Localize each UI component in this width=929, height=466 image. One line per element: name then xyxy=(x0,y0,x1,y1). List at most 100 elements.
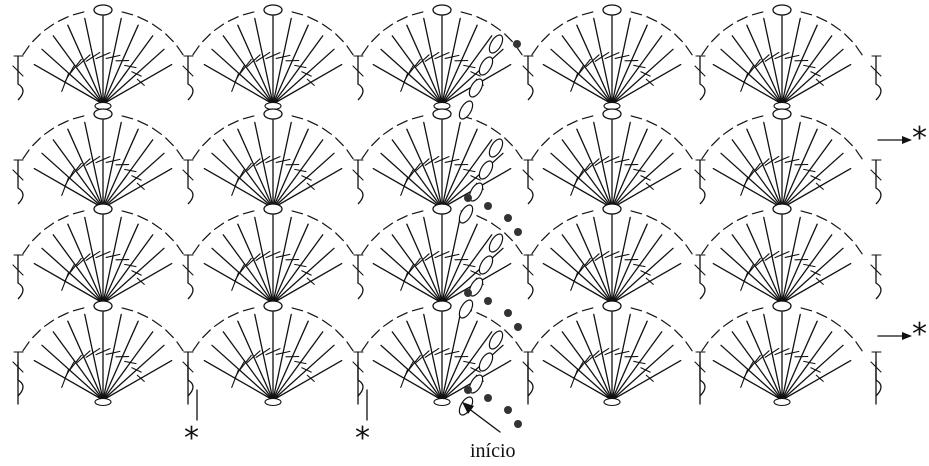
stitch-stroke xyxy=(67,24,104,105)
chain-dash xyxy=(674,232,683,242)
stitch-bar xyxy=(645,78,654,86)
stitch-stroke xyxy=(781,216,801,304)
stitch-bar xyxy=(594,155,610,166)
chain-dash xyxy=(630,210,643,215)
chain-dash xyxy=(371,137,380,147)
seam-bar xyxy=(12,169,24,181)
stitch-bar xyxy=(784,253,800,258)
fan-stitch xyxy=(531,4,693,111)
chain-dash xyxy=(581,307,594,312)
stitch-bar xyxy=(234,264,245,282)
stitch-stroke xyxy=(372,63,443,105)
stitch-bar xyxy=(640,367,651,373)
stitch-stroke xyxy=(211,247,274,304)
stitch-bar xyxy=(246,54,261,68)
stitch-bar xyxy=(403,169,414,187)
slip-stitch-dot xyxy=(504,214,512,222)
stitch-stroke xyxy=(52,234,104,304)
stitch-stroke xyxy=(441,35,493,105)
stitch-stroke xyxy=(611,63,682,105)
stitch-bar xyxy=(239,162,252,179)
chain-dash xyxy=(531,45,539,56)
fan-stitch xyxy=(361,300,523,407)
stitch-bar xyxy=(645,374,654,382)
chain-dash xyxy=(72,210,85,215)
stitch-bar xyxy=(774,156,790,164)
stitch-stroke xyxy=(763,216,783,304)
chain-oval xyxy=(468,78,484,98)
stitch-stroke xyxy=(41,152,104,209)
stitch-stroke xyxy=(102,48,165,105)
chain-dash xyxy=(176,244,184,255)
slip-stitch-dot xyxy=(484,202,492,210)
stitch-stroke xyxy=(406,223,443,304)
stitch-bar xyxy=(434,52,450,60)
chain-dash xyxy=(581,11,594,16)
chain-dash xyxy=(504,33,513,43)
stitch-stroke xyxy=(781,152,844,209)
stitch-bar xyxy=(265,52,281,60)
chain-dash xyxy=(346,149,354,160)
chain-dash xyxy=(646,215,658,221)
chain-dash xyxy=(32,329,41,339)
chain-oval xyxy=(263,300,283,312)
seam-hook xyxy=(699,83,706,101)
stitch-bar xyxy=(743,169,754,187)
chain-dash xyxy=(566,120,578,126)
chain-dash xyxy=(22,244,30,255)
chain-dash xyxy=(685,341,693,352)
chain-oval xyxy=(478,255,494,275)
stitch-bar xyxy=(85,250,101,261)
stitch-bar xyxy=(415,350,430,364)
chain-dash xyxy=(242,210,255,215)
stitch-stroke xyxy=(102,17,122,105)
chain-dash xyxy=(476,16,488,22)
stitch-bar xyxy=(424,250,440,261)
chain-dash xyxy=(32,137,41,147)
stitch-bar xyxy=(594,250,610,261)
chain-dash xyxy=(192,244,200,255)
stitch-bar xyxy=(301,175,312,181)
stitch-bar xyxy=(640,175,651,181)
stitch-bar xyxy=(784,350,800,355)
seam-column xyxy=(12,55,24,405)
stitch-stroke xyxy=(67,223,104,304)
base-oval xyxy=(94,397,112,407)
stitch-bar xyxy=(136,78,145,86)
seam-bar xyxy=(522,169,534,181)
chain-dash xyxy=(361,341,369,352)
chain-dash xyxy=(176,149,184,160)
chain-dash xyxy=(383,127,394,135)
stitch-bar xyxy=(585,253,600,267)
stitch-stroke xyxy=(593,121,613,209)
stitch-stroke xyxy=(712,63,783,105)
chain-dash xyxy=(736,215,748,221)
chain-oval xyxy=(93,4,113,16)
fan-stitch xyxy=(192,203,354,310)
chain-dash xyxy=(165,329,174,339)
stitch-stroke xyxy=(611,247,674,304)
stitch-stroke xyxy=(203,262,274,304)
stitch-stroke xyxy=(391,139,443,209)
base-oval xyxy=(433,397,451,407)
chain-dash xyxy=(751,115,764,120)
seam-hook xyxy=(187,282,194,300)
chain-dash xyxy=(630,115,643,120)
stitch-bar xyxy=(748,58,761,75)
stitch-bar xyxy=(239,58,252,75)
seam-hook xyxy=(699,187,706,205)
chain-dash xyxy=(346,45,354,56)
stitch-bar xyxy=(774,251,790,259)
chain-oval xyxy=(478,160,494,180)
stitch-stroke xyxy=(102,331,154,401)
chain-dash xyxy=(541,137,550,147)
stitch-bar xyxy=(85,51,101,62)
fan-stitch xyxy=(22,4,184,111)
start-label: início xyxy=(470,440,516,462)
repeat-marker-right-lower: * xyxy=(912,317,927,352)
fan-stitch xyxy=(701,4,863,111)
stitch-stroke xyxy=(272,234,324,304)
repeat-arrow-head xyxy=(902,136,912,144)
seam-hook xyxy=(527,83,534,101)
